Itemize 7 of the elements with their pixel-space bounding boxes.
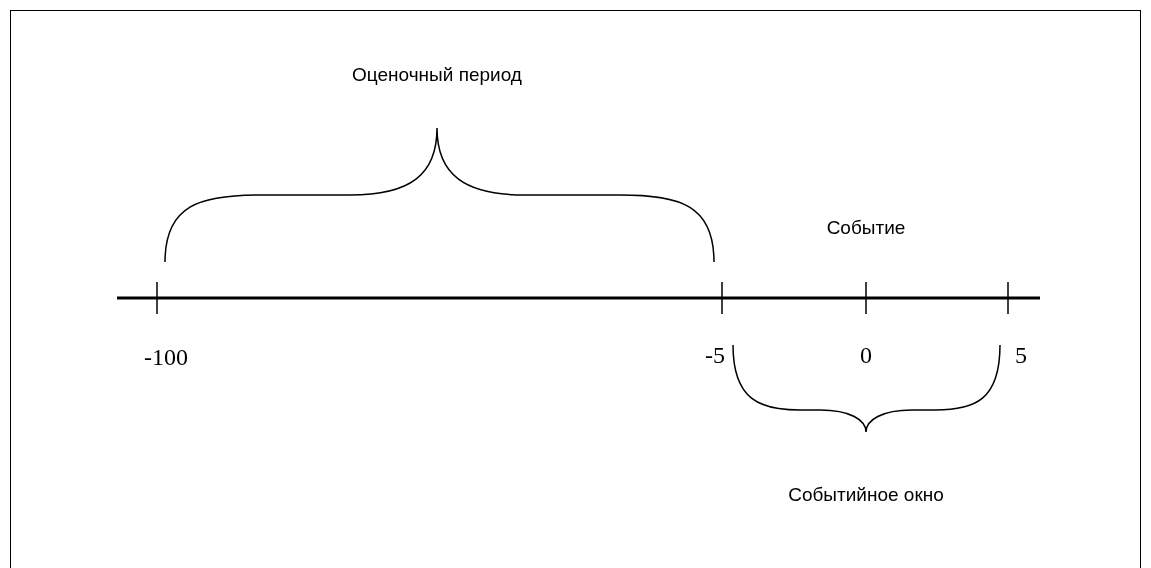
tick-label: 5 — [1015, 341, 1027, 369]
event-label: Событие — [826, 217, 906, 239]
window-label: Событийное окно — [788, 484, 944, 506]
tick-label: -100 — [144, 343, 188, 371]
tick-label: -5 — [705, 341, 725, 369]
tick-label: 0 — [860, 341, 872, 369]
period-label: Оценочный период — [352, 64, 522, 86]
